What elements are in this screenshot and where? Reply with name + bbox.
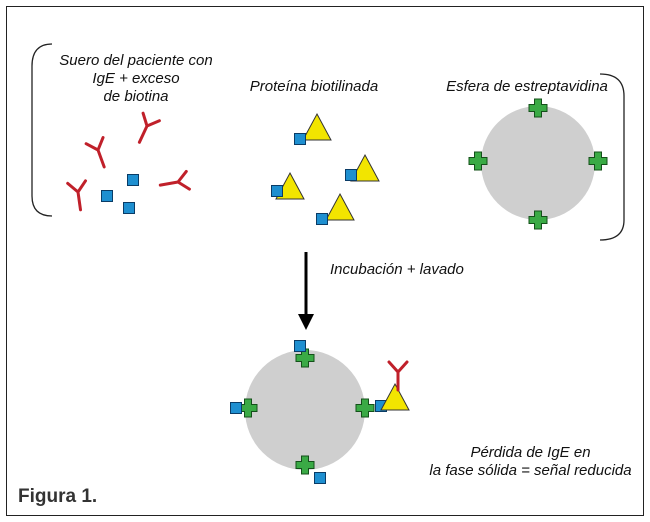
antibody-icon xyxy=(84,136,115,172)
antibody-icon xyxy=(157,169,191,196)
biotin-icon xyxy=(271,185,283,197)
biotin-icon xyxy=(123,202,135,214)
protein-label: Proteína biotilinada xyxy=(249,78,379,95)
protein-icon xyxy=(325,193,355,221)
biotin-icon xyxy=(294,340,306,352)
protein-icon xyxy=(302,113,332,141)
serum-label-line1: Suero del paciente con xyxy=(59,52,213,69)
sphere-icon xyxy=(245,350,365,470)
biotin-icon xyxy=(127,174,139,186)
sphere-icon xyxy=(481,106,595,220)
serum-label-line3: de biotina xyxy=(103,88,169,105)
protein-icon xyxy=(380,383,410,411)
left-bracket xyxy=(31,43,53,217)
serum-label: Suero del paciente con IgE + exceso de b… xyxy=(36,52,236,106)
arrow-head-icon xyxy=(298,314,314,330)
figure-caption: Figura 1. xyxy=(18,486,98,507)
biotin-icon xyxy=(316,213,328,225)
biotin-icon xyxy=(314,472,326,484)
result-label-line2: la fase sólida = señal reducida xyxy=(429,462,632,479)
antibody-icon xyxy=(387,360,409,392)
biotin-icon xyxy=(345,169,357,181)
right-bracket xyxy=(599,73,625,241)
sphere-label: Esfera de estreptavidina xyxy=(446,78,608,95)
antibody-icon xyxy=(129,111,161,148)
serum-label-line2: IgE + exceso xyxy=(92,70,180,87)
biotin-icon xyxy=(101,190,113,202)
biotin-icon xyxy=(230,402,242,414)
biotin-icon xyxy=(294,133,306,145)
incubation-label: Incubación + lavado xyxy=(330,261,464,278)
result-label-line1: Pérdida de IgE en xyxy=(470,444,591,461)
result-label: Pérdida de IgE en la fase sólida = señal… xyxy=(418,444,643,480)
antibody-icon xyxy=(66,179,91,213)
